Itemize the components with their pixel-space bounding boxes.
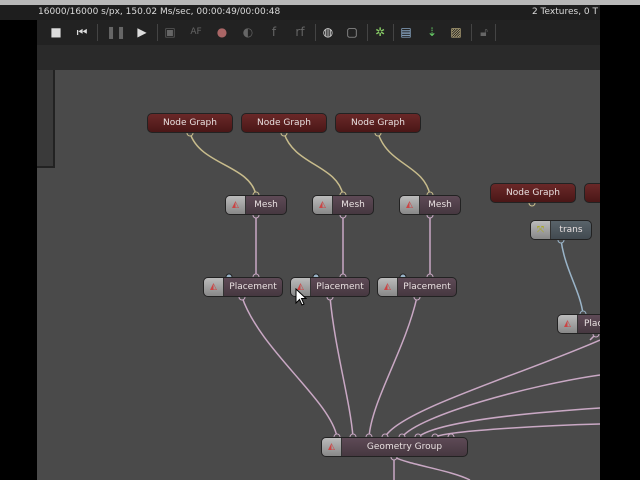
separator <box>393 24 394 41</box>
export-icon[interactable]: ▨ <box>450 25 462 39</box>
placement-node[interactable]: ◭ Placement <box>203 277 283 297</box>
trans-node[interactable]: ⤧ trans <box>530 220 592 240</box>
node-label: Node Graph <box>163 118 217 128</box>
node-graph-node[interactable]: Node Graph <box>147 113 233 133</box>
node-graph-node[interactable]: Node Graph <box>335 113 421 133</box>
placement-node[interactable]: ◭Placement <box>290 277 370 297</box>
wire <box>329 296 354 438</box>
separator <box>157 24 158 41</box>
wire <box>560 239 584 315</box>
geometry-group-node[interactable]: ◭ Geometry Group <box>321 437 468 457</box>
gamma-icon[interactable]: ◐ <box>242 25 254 39</box>
rf-icon[interactable]: rf <box>295 25 305 39</box>
wire <box>241 296 338 438</box>
texture-stats: 2 Textures, 0 T <box>531 7 598 17</box>
wire <box>384 339 600 438</box>
pick-icon[interactable]: ✲ <box>374 25 386 39</box>
mouse-cursor-icon <box>295 288 307 306</box>
mesh-icon: ◭ <box>313 196 333 214</box>
tab-band <box>37 45 600 70</box>
separator <box>495 24 496 41</box>
separator <box>315 24 316 41</box>
wire <box>368 296 418 438</box>
toolbar: ■ ⏮ ❚❚ ▶ ▣ AF ● ◐ f rf ◍ ▢ ✲ ▤ ⇣ ▨ 🔓︎ <box>37 20 600 45</box>
render-stats: 16000/16000 s/px, 150.02 Ms/sec, 00:00:4… <box>38 7 281 17</box>
node-label: Placement <box>316 282 364 292</box>
window-top-strip <box>0 0 640 5</box>
node-label: Mesh <box>341 200 365 210</box>
placement-icon: ◭ <box>378 278 398 296</box>
pause-icon[interactable]: ❚❚ <box>105 25 127 39</box>
placement-icon: ◭ <box>204 278 224 296</box>
stop-icon[interactable]: ■ <box>50 25 62 39</box>
mesh-node[interactable]: ◭ Mesh <box>312 195 374 215</box>
import-icon[interactable]: ⇣ <box>426 25 438 39</box>
separator <box>367 24 368 41</box>
placement-node[interactable]: ◭ Placement <box>377 277 457 297</box>
node-graph-node-partial[interactable] <box>584 183 600 203</box>
node-label: Node Graph <box>257 118 311 128</box>
separator <box>97 24 98 41</box>
node-graph-canvas[interactable]: Node Graph Node Graph Node Graph Node Gr… <box>37 70 600 480</box>
node-label: Placement <box>584 319 600 329</box>
wire <box>417 407 600 438</box>
geometry-group-icon: ◭ <box>322 438 342 456</box>
node-label: Placement <box>403 282 451 292</box>
node-label: Node Graph <box>351 118 405 128</box>
mesh-node[interactable]: ◭ Mesh <box>225 195 287 215</box>
transform-icon: ⤧ <box>531 221 551 239</box>
node-label: trans <box>559 225 583 235</box>
placement-node[interactable]: ◭ Placement <box>557 314 600 334</box>
node-label: Mesh <box>428 200 452 210</box>
status-bar: 16000/16000 s/px, 150.02 Ms/sec, 00:00:4… <box>0 5 600 20</box>
node-label: Node Graph <box>506 188 560 198</box>
node-label: Geometry Group <box>366 442 443 452</box>
side-panel <box>37 70 55 168</box>
mesh-icon: ◭ <box>400 196 420 214</box>
lock-icon[interactable]: 🔓︎ <box>480 24 488 39</box>
node-graph-node[interactable]: Node Graph <box>241 113 327 133</box>
node-label: Mesh <box>254 200 278 210</box>
play-icon[interactable]: ▶ <box>137 25 147 39</box>
display-icon[interactable]: ▣ <box>164 25 176 39</box>
color-icon[interactable]: ● <box>216 25 228 39</box>
region-icon[interactable]: ▢ <box>346 25 358 39</box>
wire <box>434 423 600 438</box>
connection-wires <box>186 129 600 480</box>
lens-icon[interactable]: ◍ <box>322 25 334 39</box>
mesh-icon: ◭ <box>226 196 246 214</box>
wire <box>393 456 471 480</box>
wire <box>189 132 257 196</box>
wire <box>377 132 431 196</box>
f-icon[interactable]: f <box>271 25 277 39</box>
af-icon[interactable]: AF <box>190 27 202 37</box>
node-graph-node[interactable]: Node Graph <box>490 183 576 203</box>
separator <box>471 24 472 41</box>
mesh-node[interactable]: ◭ Mesh <box>399 195 461 215</box>
node-label: Placement <box>229 282 277 292</box>
wire <box>283 132 344 196</box>
clipboard-icon[interactable]: ▤ <box>400 25 412 39</box>
wire <box>401 374 600 438</box>
placement-icon: ◭ <box>558 315 578 333</box>
rewind-icon[interactable]: ⏮ <box>76 24 88 39</box>
